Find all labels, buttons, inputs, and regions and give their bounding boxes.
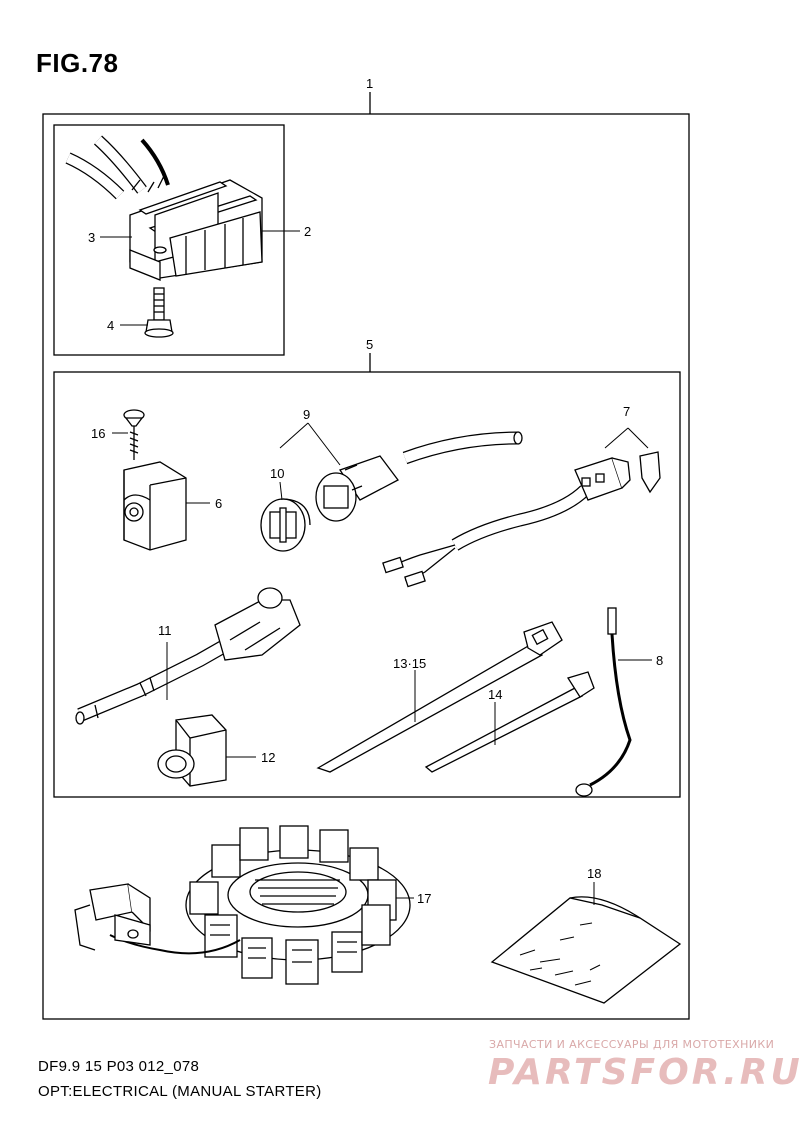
grommet-part [157, 714, 227, 787]
figure-code: DF9.9 15 P03 012_078 [38, 1058, 200, 1075]
callout-8: 8 [656, 653, 663, 668]
callout-11: 11 [158, 623, 172, 638]
callout-3: 3 [88, 230, 95, 245]
callout-13-15: 13·15 [393, 656, 426, 671]
callout-12: 12 [261, 750, 275, 765]
figure-description: OPT:ELECTRICAL (MANUAL STARTER) [38, 1083, 322, 1100]
watermark-brand: PARTSFOR.RU [488, 1052, 800, 1093]
callout-4: 4 [107, 318, 114, 333]
figure-title: FIG.78 [36, 48, 119, 78]
ground-lead-part [575, 607, 632, 797]
callout-9: 9 [303, 407, 310, 422]
callout-17: 17 [417, 891, 431, 906]
callout-1: 1 [366, 76, 373, 91]
clamp-part [123, 461, 187, 551]
socket-part [315, 431, 523, 522]
callout-5: 5 [366, 337, 373, 352]
kit-frame [53, 371, 681, 798]
screw-part [123, 409, 145, 460]
harness-part [382, 451, 661, 588]
callout-6: 6 [215, 496, 222, 511]
callout-10: 10 [270, 466, 284, 481]
callout-18: 18 [587, 866, 601, 881]
cable-tie-large-part [316, 621, 563, 773]
cable-tie-small-part [424, 671, 595, 773]
connector-part [260, 498, 311, 552]
callout-2: 2 [304, 224, 311, 239]
callout-16: 16 [91, 426, 105, 441]
outer-frame [42, 113, 690, 1020]
watermark-tagline: ЗАПЧАСТИ И АКСЕССУАРЫ ДЛЯ МОТОТЕХНИКИ [489, 1038, 775, 1051]
callout-7: 7 [623, 404, 630, 419]
callout-14: 14 [488, 687, 502, 702]
stator-part [74, 825, 411, 985]
regulator-assembly [65, 135, 263, 338]
regulator-frame [53, 124, 285, 356]
parts-bag [490, 896, 682, 1004]
cable-connector-part [75, 587, 301, 725]
